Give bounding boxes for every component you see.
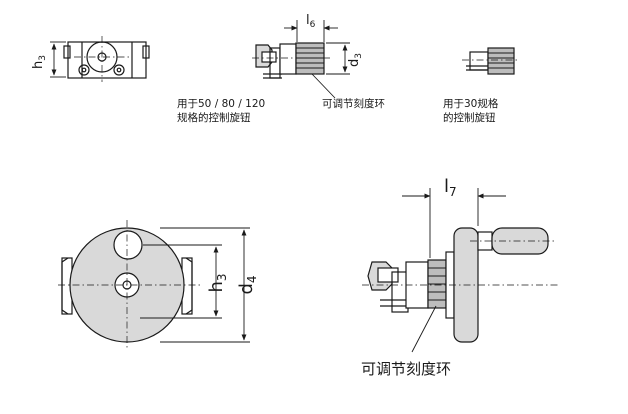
d4-dimension-label: d4	[236, 275, 259, 294]
bottom-right-side-view: l7 可调节刻度环	[361, 176, 560, 378]
ring-label-large: 可调节刻度环	[361, 360, 451, 378]
knurled-knob	[487, 47, 515, 75]
l7-dimension-label: l7	[444, 176, 457, 199]
caption-50-80-120-line1: 用于50 / 80 / 120	[177, 98, 265, 110]
h3-dimension-label: h3	[31, 55, 48, 69]
base-outline	[67, 41, 147, 79]
right-tab	[142, 45, 150, 59]
caption-30-line1: 用于30规格	[443, 97, 499, 110]
ring-label-small: 可调节刻度环	[322, 97, 385, 110]
top-right-small-knob: 用于30规格 的控制旋钮	[443, 47, 520, 124]
caption-50-80-120-line2: 规格的控制旋钮	[177, 111, 251, 124]
l6-dimension-label: l6	[306, 13, 316, 30]
top-left-front-view: h3	[31, 36, 150, 82]
top-middle-side-view: l6 d3 可调节刻度环 用于50 / 80 / 120 规格的控制旋钮	[177, 13, 385, 124]
h3-dimension-label-large: h3	[206, 273, 229, 292]
knob-body	[279, 43, 297, 75]
screw-left	[78, 64, 90, 76]
left-tab	[63, 45, 71, 59]
caption-30-line2: 的控制旋钮	[443, 111, 496, 124]
d3-dimension-label: d3	[347, 53, 364, 67]
bottom-left-front-view: h3 d4	[58, 220, 259, 350]
handle-hole	[113, 230, 143, 260]
screw-right	[113, 64, 125, 76]
